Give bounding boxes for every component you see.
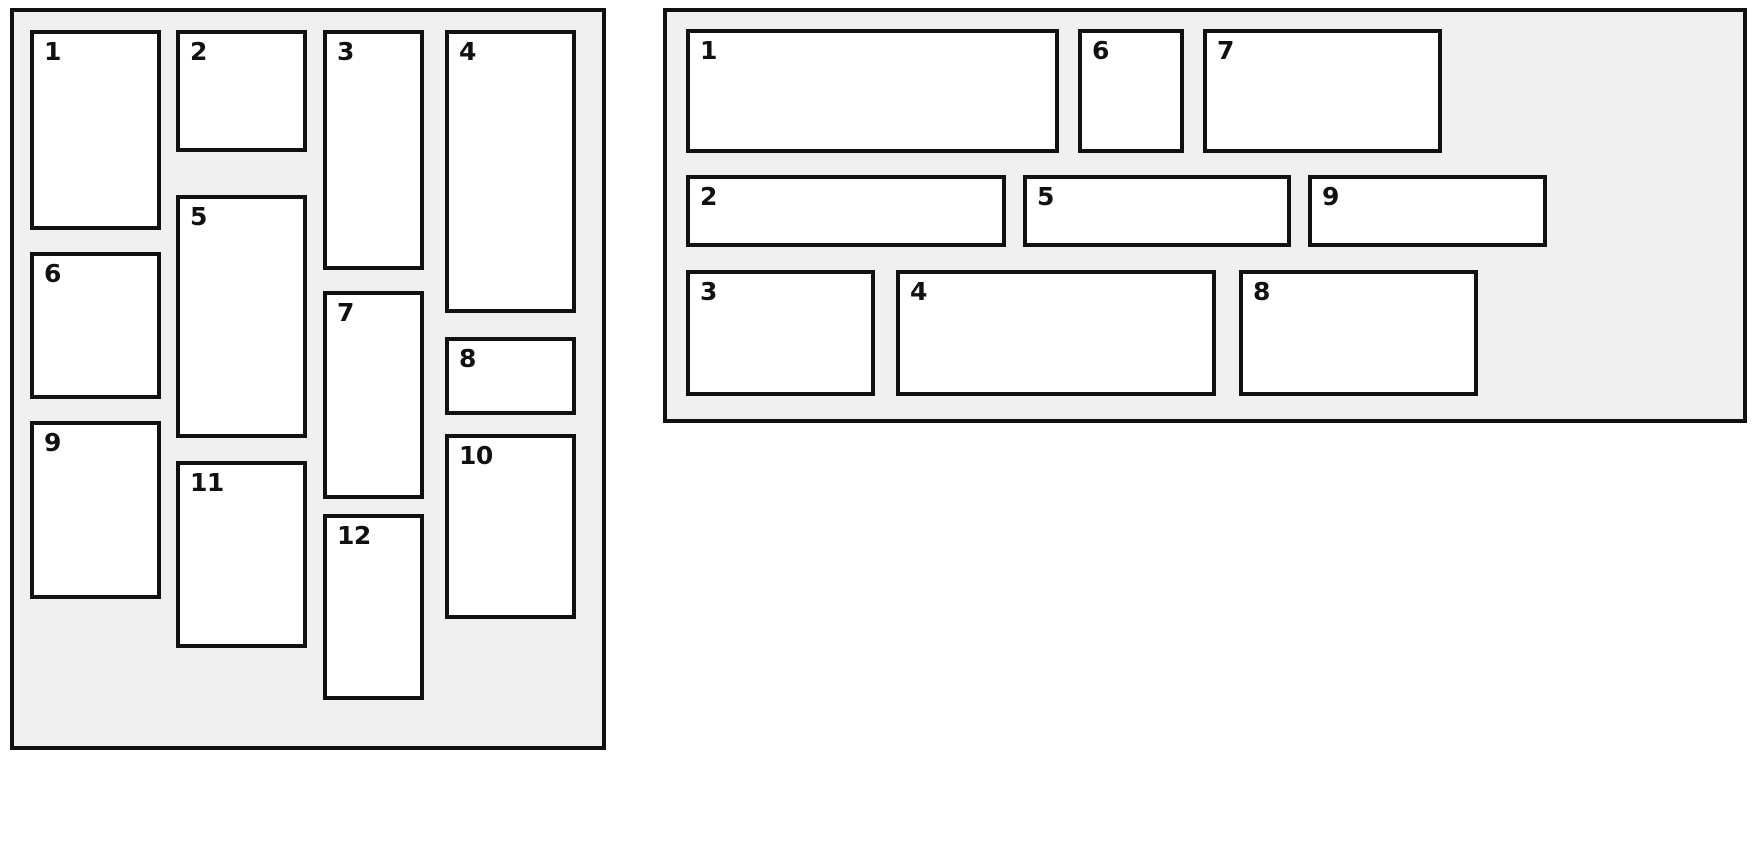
layout-box-9[interactable]: 9 [30, 421, 161, 599]
layout-box-7[interactable]: 7 [323, 291, 424, 499]
layout-box-label: 11 [190, 468, 224, 497]
layout-box-4[interactable]: 4 [445, 30, 576, 313]
layout-box-3[interactable]: 3 [686, 270, 875, 396]
layout-box-12[interactable]: 12 [323, 514, 424, 700]
layout-box-6[interactable]: 6 [1078, 29, 1184, 153]
layout-box-label: 5 [190, 202, 207, 231]
layout-box-2[interactable]: 2 [176, 30, 307, 152]
layout-box-4[interactable]: 4 [896, 270, 1216, 396]
layout-box-label: 8 [459, 344, 476, 373]
layout-box-5[interactable]: 5 [1023, 175, 1291, 247]
layout-box-9[interactable]: 9 [1308, 175, 1547, 247]
layout-box-label: 2 [190, 37, 207, 66]
layout-box-label: 6 [44, 259, 61, 288]
layout-box-label: 9 [44, 428, 61, 457]
layout-box-8[interactable]: 8 [1239, 270, 1478, 396]
layout-box-3[interactable]: 3 [323, 30, 424, 270]
layout-box-label: 2 [700, 182, 717, 211]
layout-box-5[interactable]: 5 [176, 195, 307, 438]
layout-box-8[interactable]: 8 [445, 337, 576, 415]
layout-box-1[interactable]: 1 [30, 30, 161, 230]
layout-box-label: 6 [1092, 36, 1109, 65]
layout-box-label: 7 [337, 298, 354, 327]
layout-box-10[interactable]: 10 [445, 434, 576, 619]
layout-box-label: 10 [459, 441, 493, 470]
layout-box-label: 4 [459, 37, 476, 66]
layout-box-6[interactable]: 6 [30, 252, 161, 399]
layout-box-label: 9 [1322, 182, 1339, 211]
layout-box-1[interactable]: 1 [686, 29, 1059, 153]
layout-box-label: 4 [910, 277, 927, 306]
layout-box-label: 5 [1037, 182, 1054, 211]
layout-box-11[interactable]: 11 [176, 461, 307, 648]
layout-box-label: 3 [337, 37, 354, 66]
layout-box-label: 3 [700, 277, 717, 306]
layout-box-label: 12 [337, 521, 371, 550]
layout-box-label: 1 [700, 36, 717, 65]
layout-box-label: 8 [1253, 277, 1270, 306]
layout-box-label: 1 [44, 37, 61, 66]
layout-box-label: 7 [1217, 36, 1234, 65]
layout-box-7[interactable]: 7 [1203, 29, 1442, 153]
layout-box-2[interactable]: 2 [686, 175, 1006, 247]
